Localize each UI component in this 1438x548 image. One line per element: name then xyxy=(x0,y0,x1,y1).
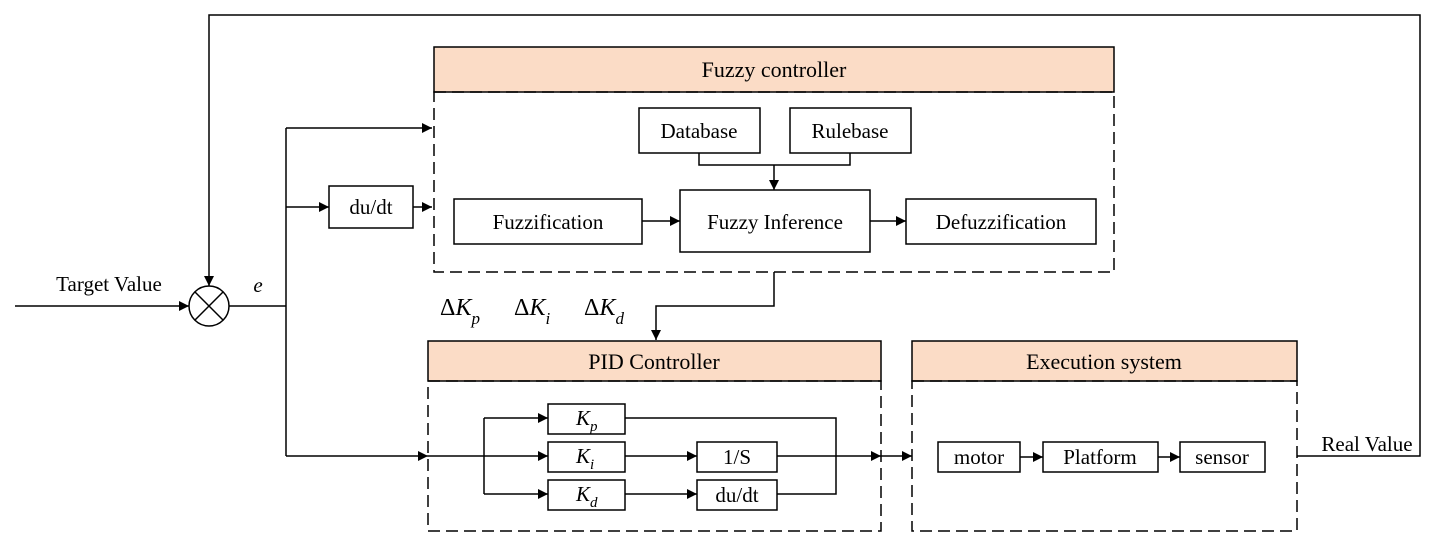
ki-block xyxy=(547,441,626,473)
pid-controller-header xyxy=(427,340,882,382)
execution-system-frame xyxy=(911,380,1298,532)
kp-label: Kp xyxy=(575,406,598,435)
delta-kp-label: ΔKp xyxy=(440,295,480,328)
defuzzification-block xyxy=(905,198,1097,245)
database-block xyxy=(638,107,761,154)
platform-block xyxy=(1042,441,1159,473)
integrator-block xyxy=(696,441,778,473)
platform-label: Platform xyxy=(1063,445,1137,469)
error-label: e xyxy=(253,273,262,297)
rulebase-label: Rulebase xyxy=(812,119,889,143)
fuzzy-inference-label: Fuzzy Inference xyxy=(707,210,843,234)
delta-ki-label: ΔKi xyxy=(514,295,550,328)
delta-kd-label: ΔKd xyxy=(584,295,624,328)
kd-label: Kd xyxy=(575,482,598,511)
sensor-block xyxy=(1179,441,1266,473)
target-value-label: Target Value xyxy=(56,272,162,296)
knowledge-merge-line xyxy=(698,153,851,166)
error-derivative-label: du/dt xyxy=(349,195,392,219)
summing-junction xyxy=(188,285,230,327)
kp-block xyxy=(547,403,626,435)
feedback-loop-line xyxy=(204,14,1421,457)
fuzzy-controller-title: Fuzzy controller xyxy=(702,57,847,82)
fuzzy-to-pid-arrow xyxy=(651,272,775,340)
execution-system-header xyxy=(911,340,1298,382)
fuzzification-label: Fuzzification xyxy=(493,210,604,234)
defuzzification-label: Defuzzification xyxy=(936,210,1067,234)
error-derivative-block xyxy=(328,185,414,229)
sensor-label: sensor xyxy=(1195,445,1249,469)
pid-branch-line xyxy=(428,418,485,494)
kd-block xyxy=(547,479,626,511)
real-value-label: Real Value xyxy=(1321,432,1412,456)
fuzzy-inference-block xyxy=(679,189,871,253)
ki-label: Ki xyxy=(575,444,594,473)
fuzzy-controller-header xyxy=(433,46,1115,93)
pid-controller-title: PID Controller xyxy=(588,349,720,374)
differentiator-label: du/dt xyxy=(715,483,758,507)
motor-label: motor xyxy=(954,445,1004,469)
motor-block xyxy=(937,441,1021,473)
differentiator-block xyxy=(696,479,778,511)
execution-system-title: Execution system xyxy=(1026,349,1182,374)
integrator-label: 1/S xyxy=(723,445,751,469)
database-label: Database xyxy=(661,119,738,143)
